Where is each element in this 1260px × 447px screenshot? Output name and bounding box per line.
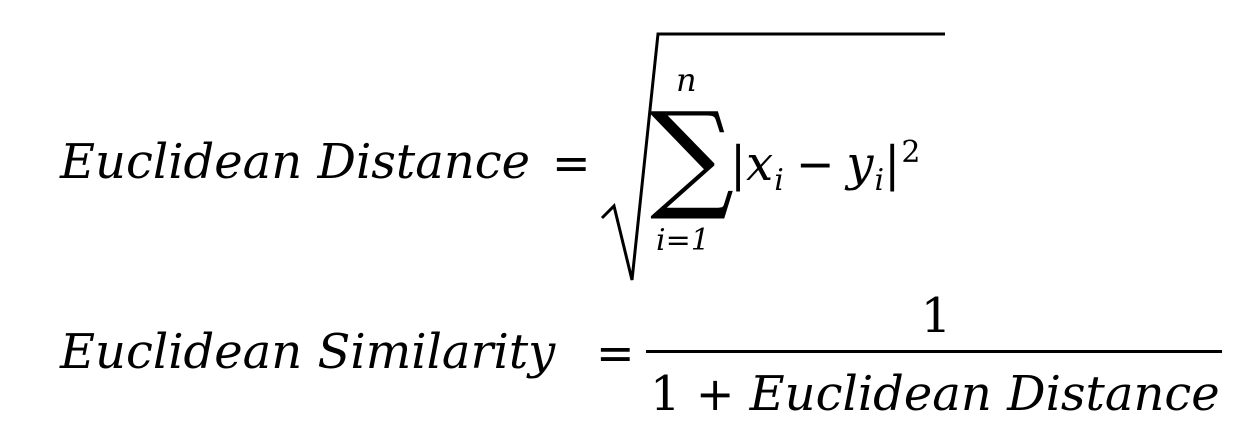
denominator-one: 1: [650, 366, 681, 422]
similarity-equals-sign: =: [596, 326, 635, 380]
fraction-bar: [646, 350, 1222, 353]
minus-sign: −: [795, 137, 835, 191]
square-root-sign: [600, 32, 945, 281]
distance-equals-sign: =: [552, 136, 591, 190]
distance-label: Euclidean Distance: [60, 134, 531, 190]
abs-close-bar: |: [884, 136, 901, 192]
fraction-numerator: 1: [920, 288, 952, 344]
abs-open-bar: |: [730, 136, 747, 192]
denominator-distance-text: Euclidean Distance: [749, 366, 1220, 422]
x-subscript: i: [774, 163, 784, 198]
absolute-difference-term: |xi−yi|2: [730, 137, 920, 196]
power-exponent: 2: [901, 135, 921, 170]
y-variable: y: [846, 136, 874, 192]
summation-sign: ∑: [650, 86, 735, 224]
similarity-label: Euclidean Similarity: [60, 324, 556, 380]
plus-sign: +: [695, 367, 735, 421]
y-subscript: i: [874, 163, 885, 198]
summation-lower-limit: i=1: [656, 223, 710, 258]
summation-upper-limit: n: [676, 61, 697, 99]
fraction-denominator: 1 + Euclidean Distance: [650, 370, 1220, 418]
x-variable: x: [746, 136, 774, 192]
